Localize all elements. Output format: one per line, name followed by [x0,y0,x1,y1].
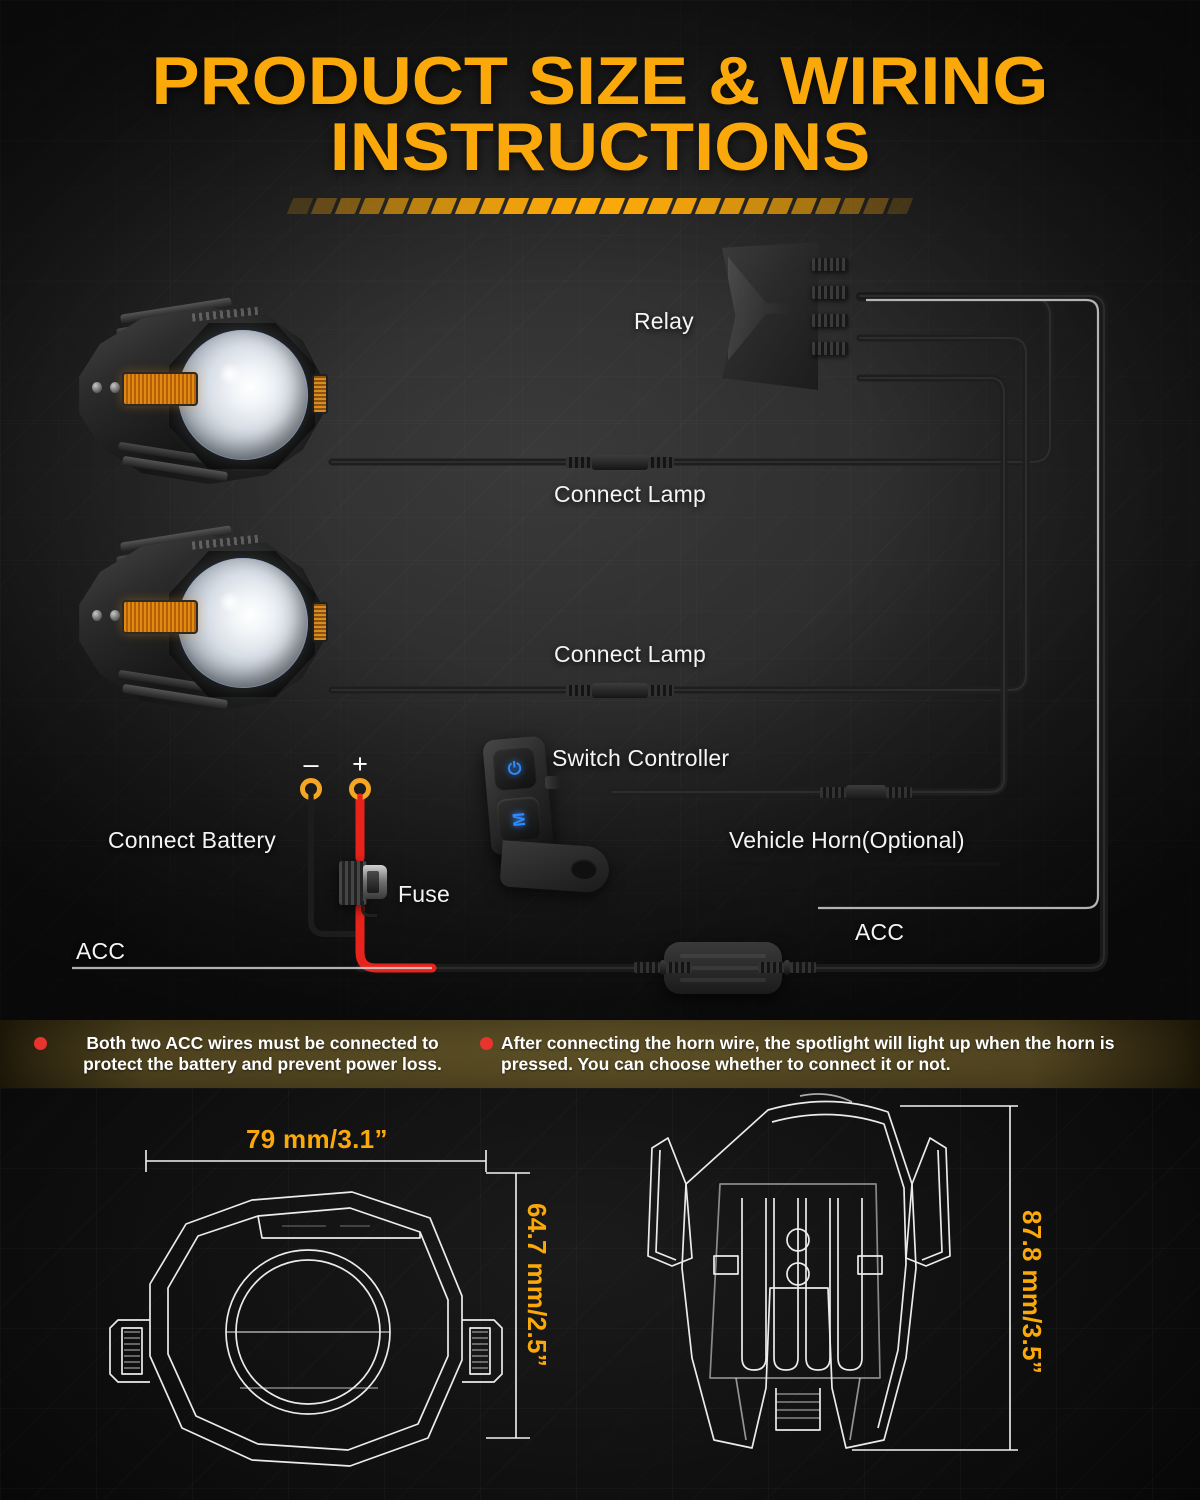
stripe-segment [814,198,842,214]
battery-terminal-positive: + [349,751,371,800]
stripe-segment [358,198,386,214]
wiring-diagram-section: PRODUCT SIZE & WIRING INSTRUCTIONS [0,0,1200,1020]
switch-body: ⏻ M [482,735,554,856]
dimensions-section [0,1088,1200,1500]
note-item-1: Both two ACC wires must be connected to … [0,1033,470,1075]
stripe-segment [574,198,602,214]
relay-module [722,242,818,390]
mode-icon: M [508,811,530,827]
bullet-dot-icon [34,1037,47,1050]
stripe-segment [694,198,722,214]
label-connect-battery: Connect Battery [108,827,276,853]
amber-side-tab [312,602,328,642]
stripe-segment [838,198,866,214]
bullet-dot-icon [480,1037,493,1050]
stripe-segment [790,198,818,214]
led-spotlight-lamp-2 [74,524,344,724]
amber-side-tab [312,374,328,414]
stripe-segment [286,198,314,214]
screw-icon [110,610,120,621]
label-relay: Relay [634,308,694,334]
relay-pin [812,258,848,271]
dimension-drawings [109,1093,1018,1467]
positive-sign: + [352,749,368,779]
lamp-screws [92,382,120,394]
stripe-segment [526,198,554,214]
note-item-2: After connecting the horn wire, the spot… [470,1033,1160,1075]
stripe-segment [502,198,530,214]
label-connect-lamp-1: Connect Lamp [554,481,706,507]
relay-pin [812,286,848,299]
bottom-background-grid [0,1088,1200,1500]
dimension-rear-height: 87.8 mm/3.5” [1017,1210,1047,1375]
stripe-segment [622,198,650,214]
stripe-segment [886,198,914,214]
notes-bar: Both two ACC wires must be connected to … [0,1020,1200,1088]
dimension-front-height: 64.7 mm/2.5” [522,1203,552,1368]
label-acc-left: ACC [76,938,126,964]
screw-icon [92,610,102,621]
title-line-1: PRODUCT SIZE & WIRING [151,43,1049,119]
stripe-segment [382,198,410,214]
title-stripe-divider [286,198,914,214]
ring-terminal-icon [300,778,322,800]
switch-mode-button[interactable]: M [496,796,542,842]
module-connector-right [758,960,816,975]
fuse-strap [361,901,377,917]
stripe-segment [478,198,506,214]
stripe-segment [718,198,746,214]
inline-connector-horn [820,785,912,800]
negative-sign: – [303,749,319,779]
inline-fuse-holder [339,855,389,917]
switch-mount-bracket [499,840,611,894]
stripe-segment [646,198,674,214]
inline-connector-lamp-2 [566,683,674,698]
amber-marker-light [122,372,198,406]
relay-pin [812,314,848,327]
stripe-segment [454,198,482,214]
label-switch-controller: Switch Controller [552,745,730,771]
label-acc-right: ACC [855,919,905,945]
relay-connector-pins [812,258,848,370]
stripe-segment [742,198,770,214]
battery-terminal-negative: – [300,751,322,800]
note-text-1: Both two ACC wires must be connected to … [83,1033,442,1074]
module-rib [680,978,766,982]
title-line-2: INSTRUCTIONS [329,109,871,185]
label-vehicle-horn: Vehicle Horn(Optional) [729,827,965,853]
module-rib [680,966,766,970]
switch-power-button[interactable]: ⏻ [491,745,538,791]
lamp-screws [92,610,120,622]
stripe-segment [670,198,698,214]
screw-icon [92,382,102,393]
screw-icon [110,382,120,393]
switch-side-nub [545,776,561,789]
stripe-segment [310,198,338,214]
stripe-segment [766,198,794,214]
label-fuse: Fuse [398,881,450,907]
module-connector-left [634,960,692,975]
fuse-cap [363,865,387,899]
stripe-segment [598,198,626,214]
stripe-segment [862,198,890,214]
stripe-segment [430,198,458,214]
amber-marker-light [122,600,198,634]
relay-pin [812,342,848,355]
power-icon: ⏻ [507,758,523,779]
note-text-2: After connecting the horn wire, the spot… [501,1033,1115,1074]
ring-terminal-icon [349,778,371,800]
dimension-front-width: 79 mm/3.1” [246,1124,388,1154]
bottom-background-diagonals [0,1088,1200,1500]
inline-connector-lamp-1 [566,455,674,470]
led-spotlight-lamp-1 [74,296,344,496]
stripe-segment [550,198,578,214]
page-title: PRODUCT SIZE & WIRING INSTRUCTIONS [0,43,1200,185]
label-connect-lamp-2: Connect Lamp [554,641,706,667]
module-rib [680,954,766,958]
stripe-segment [334,198,362,214]
stripe-segment [406,198,434,214]
